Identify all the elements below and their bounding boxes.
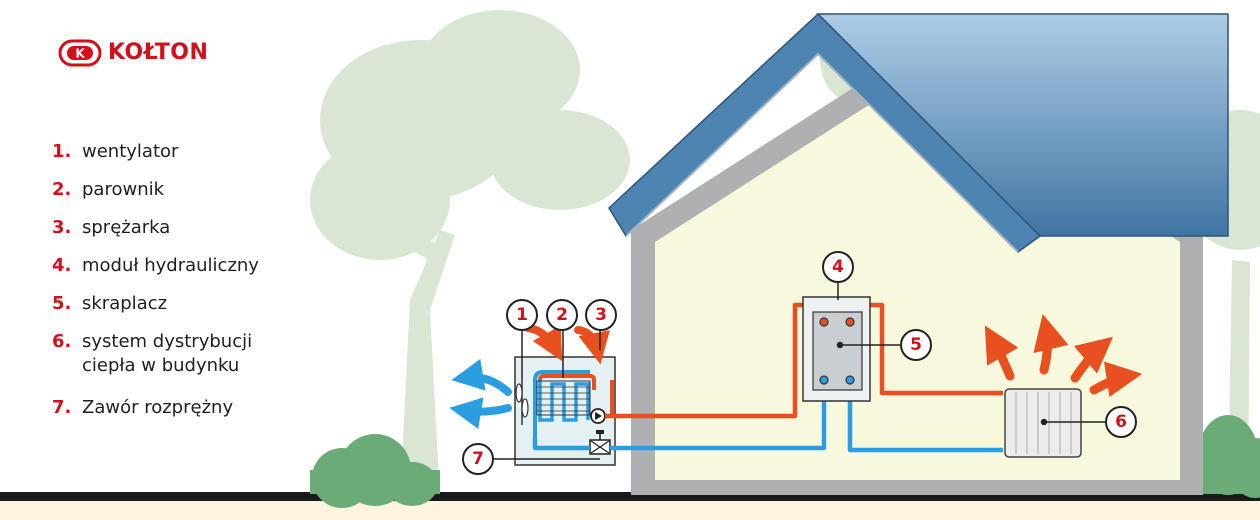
callout-evaporator: 2 bbox=[546, 299, 578, 331]
callout-radiator: 6 bbox=[1105, 406, 1137, 438]
bushes bbox=[310, 415, 1260, 508]
component-legend: 1. wentylator 2. parownik 3. sprężarka 4… bbox=[52, 140, 352, 434]
legend-item-expansion-valve: 7. Zawór rozprężny bbox=[52, 396, 352, 420]
callout-hydraulic-module: 4 bbox=[822, 251, 854, 283]
legend-label: wentylator bbox=[82, 141, 179, 162]
legend-label: Zawór rozprężny bbox=[82, 397, 234, 418]
legend-item-evaporator: 2. parownik bbox=[52, 178, 352, 202]
legend-number: 6. bbox=[52, 331, 72, 352]
brand-name: KOŁTON bbox=[108, 40, 209, 65]
callout-condenser: 5 bbox=[900, 329, 932, 361]
callout-fan: 1 bbox=[506, 299, 538, 331]
legend-item-fan: 1. wentylator bbox=[52, 140, 352, 164]
legend-number: 4. bbox=[52, 255, 72, 276]
legend-number: 7. bbox=[52, 397, 72, 418]
legend-label: system dystrybucji ciepła w budynku bbox=[82, 331, 253, 376]
legend-item-heat-distribution: 6. system dystrybucji ciepła w budynku bbox=[52, 330, 352, 378]
warm-air-arrows bbox=[984, 313, 1143, 398]
legend-label: sprężarka bbox=[82, 217, 171, 238]
compressor-icon bbox=[590, 408, 606, 424]
callout-leaders bbox=[493, 282, 1106, 460]
legend-label: skraplacz bbox=[82, 293, 168, 314]
brand-logo: K KOŁTON bbox=[58, 38, 208, 68]
svg-text:K: K bbox=[75, 47, 85, 61]
logo-mark-icon: K bbox=[58, 39, 102, 67]
legend-number: 5. bbox=[52, 293, 72, 314]
legend-item-hydraulic-module: 4. moduł hydrauliczny bbox=[52, 254, 352, 278]
legend-number: 1. bbox=[52, 141, 72, 162]
heat-intake-arrows bbox=[524, 324, 610, 365]
ground-line bbox=[0, 492, 1260, 501]
evaporator-coil bbox=[533, 370, 596, 440]
condenser-ports bbox=[819, 317, 855, 385]
cold-air-arrows bbox=[449, 359, 512, 429]
ground-band bbox=[0, 500, 1260, 520]
legend-item-condenser: 5. skraplacz bbox=[52, 292, 352, 316]
legend-label: moduł hydrauliczny bbox=[82, 255, 259, 276]
callout-expansion-valve: 7 bbox=[462, 443, 494, 475]
legend-item-compressor: 3. sprężarka bbox=[52, 216, 352, 240]
legend-number: 2. bbox=[52, 179, 72, 200]
legend-label: parownik bbox=[82, 179, 165, 200]
fan-icon bbox=[515, 378, 529, 425]
callout-compressor: 3 bbox=[585, 299, 617, 331]
legend-number: 3. bbox=[52, 217, 72, 238]
